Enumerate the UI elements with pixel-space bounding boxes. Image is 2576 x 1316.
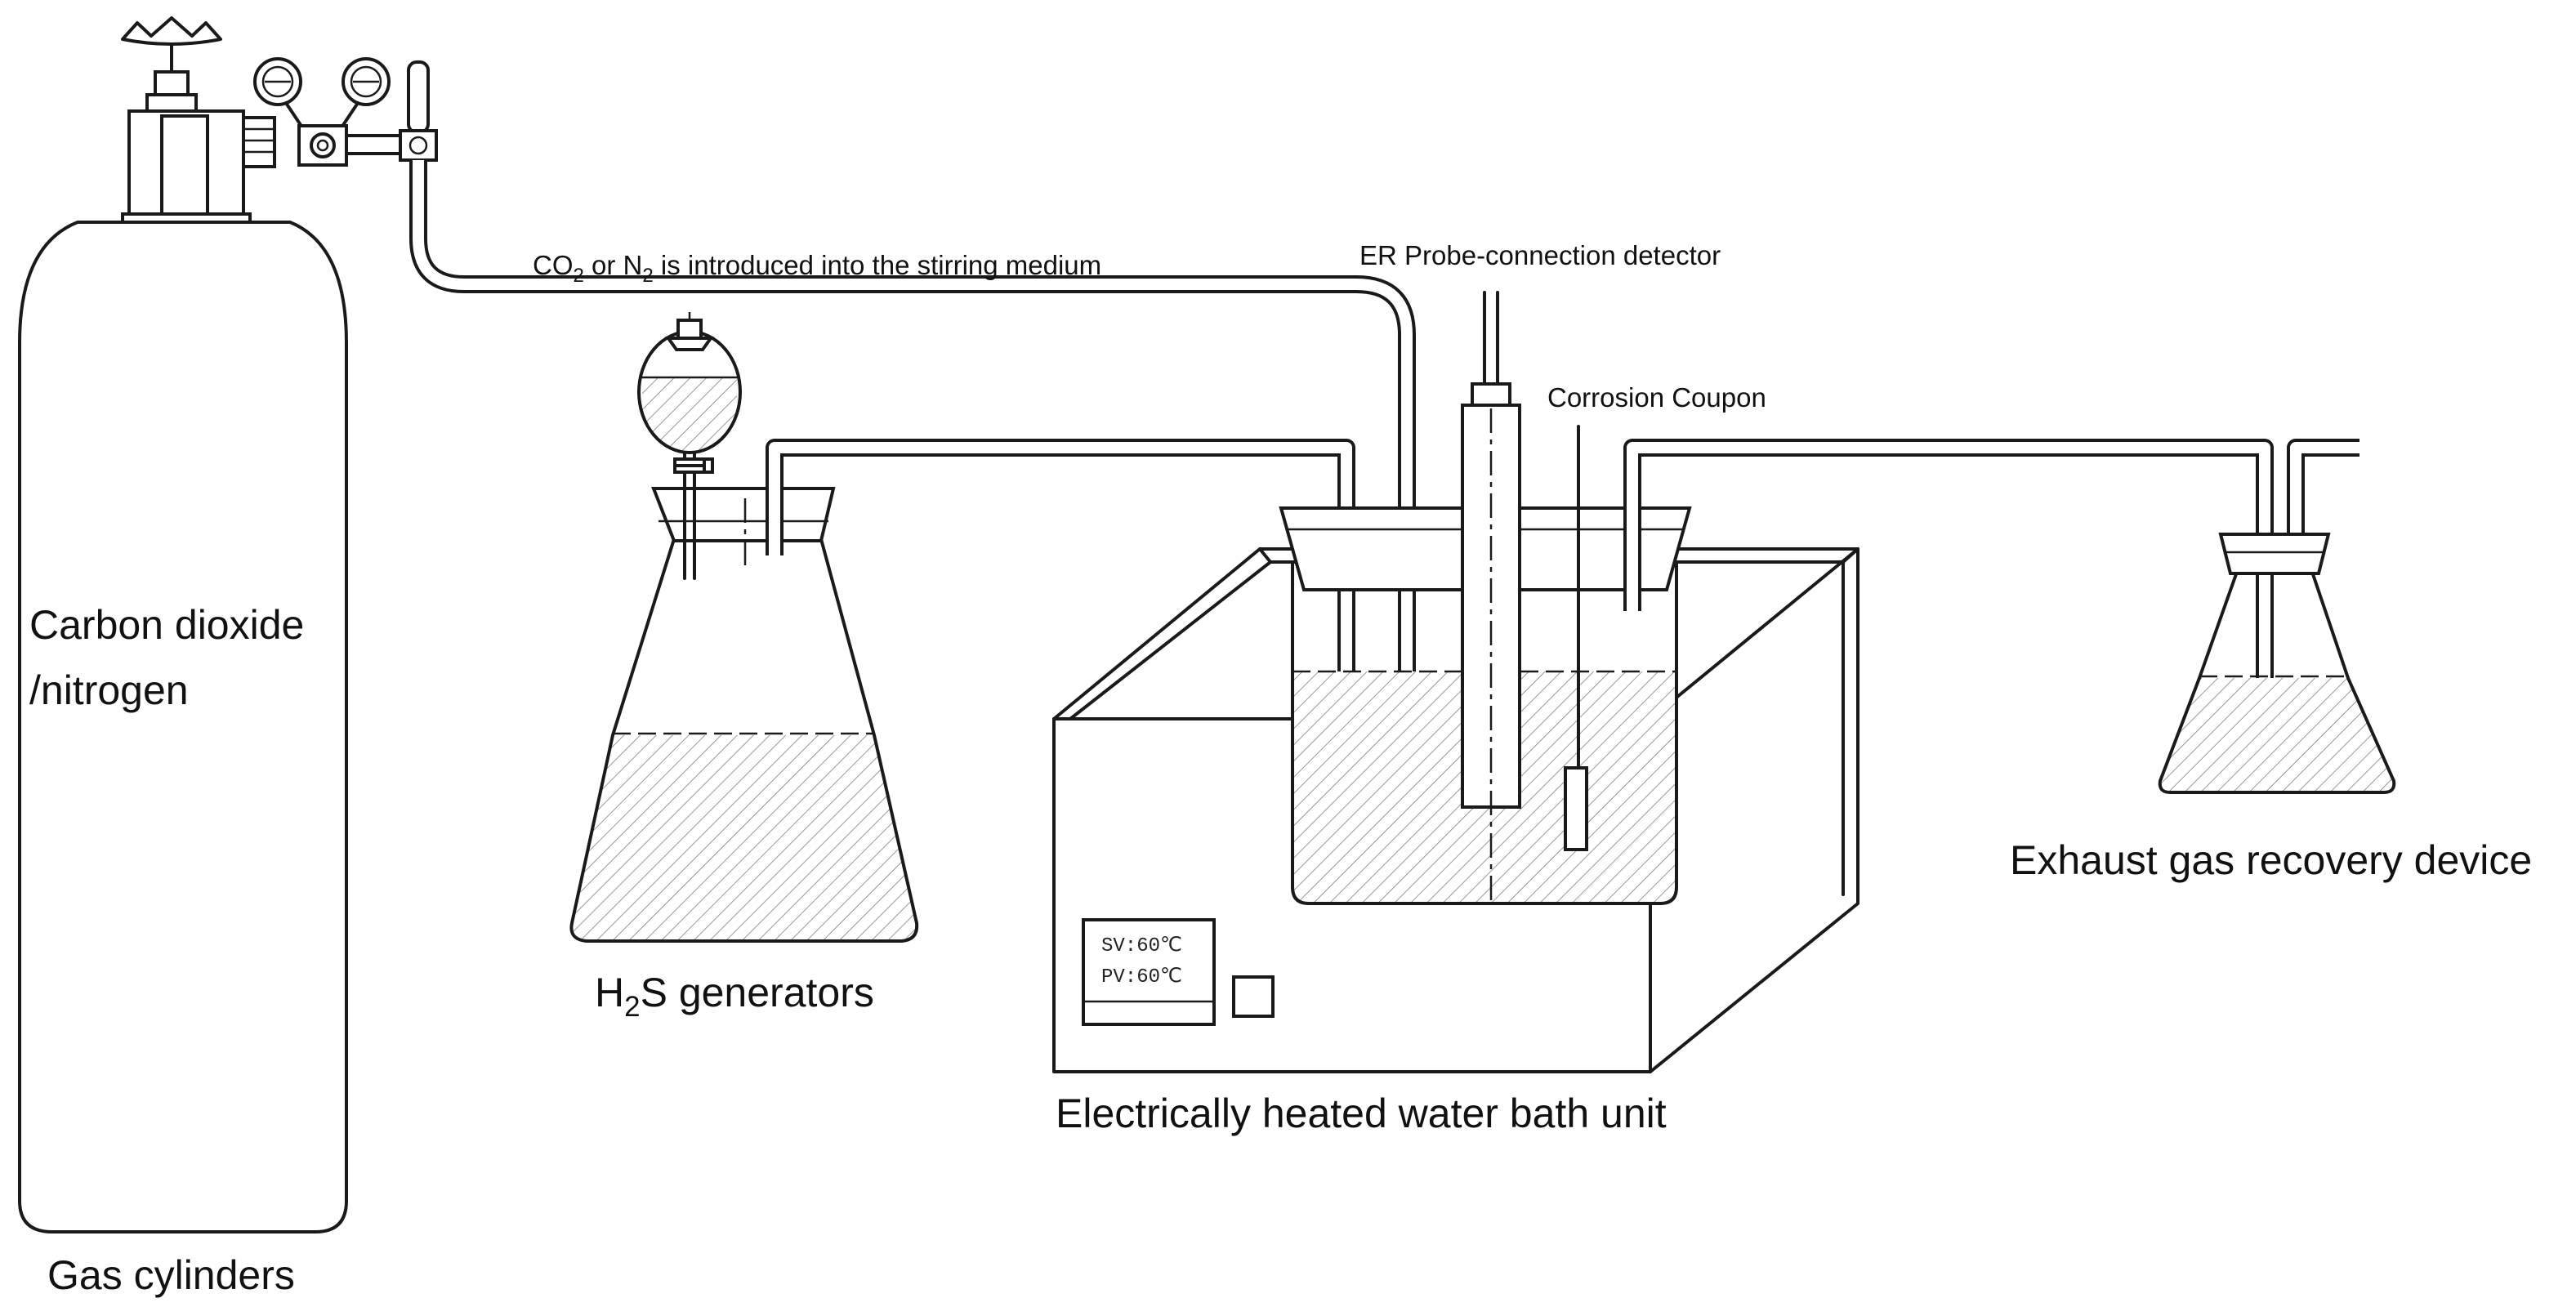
cylinder-valve-body <box>121 109 276 224</box>
gas-inlet-label: CO2 or N2 is introduced into the stirrin… <box>533 250 1101 287</box>
cylinder-content-label-line1: Carbon dioxide <box>29 602 304 648</box>
gas-cylinder: Carbon dioxide /nitrogen <box>18 16 348 1233</box>
corrosion-coupon-label: Corrosion Coupon <box>1547 382 1766 413</box>
dropping-funnel <box>637 312 742 580</box>
h2s-generators-label: H2S generators <box>595 970 874 1023</box>
exhaust-outlet-tube <box>1623 439 2359 766</box>
corrosion-coupon <box>1564 425 1588 851</box>
pressure-gauge-left <box>253 57 310 139</box>
temperature-controller: SV:60℃ PV:60℃ <box>1082 918 1216 1026</box>
gas-cylinders-label: Gas cylinders <box>47 1252 295 1298</box>
power-switch <box>1232 975 1275 1018</box>
exhaust-label: Exhaust gas recovery device <box>2010 837 2532 883</box>
gas-inlet-tube <box>409 160 1416 877</box>
h2s-generator <box>569 312 1355 943</box>
cylinder-body <box>18 221 348 1233</box>
process-value: PV:60℃ <box>1101 966 1182 988</box>
er-probe <box>1461 291 1521 903</box>
exhaust-gas-recovery-flask <box>2158 533 2396 794</box>
water-bath-label: Electrically heated water bath unit <box>1056 1091 1667 1136</box>
er-probe-label: ER Probe-connection detector <box>1359 240 1721 270</box>
cylinder-valve-handwheel <box>121 16 222 113</box>
setpoint-value: SV:60℃ <box>1101 935 1182 957</box>
reaction-beaker <box>1279 291 1692 905</box>
h2s-generator-liquid <box>571 735 917 941</box>
h2s-generator-stopper <box>651 487 836 542</box>
absorbent-liquid <box>2159 678 2395 792</box>
pressure-regulator <box>253 57 402 167</box>
pressure-gauge-right <box>333 57 391 139</box>
h2s-generator-flask <box>569 538 919 943</box>
flow-meter <box>399 60 438 162</box>
cylinder-content-label-line2: /nitrogen <box>29 667 189 713</box>
